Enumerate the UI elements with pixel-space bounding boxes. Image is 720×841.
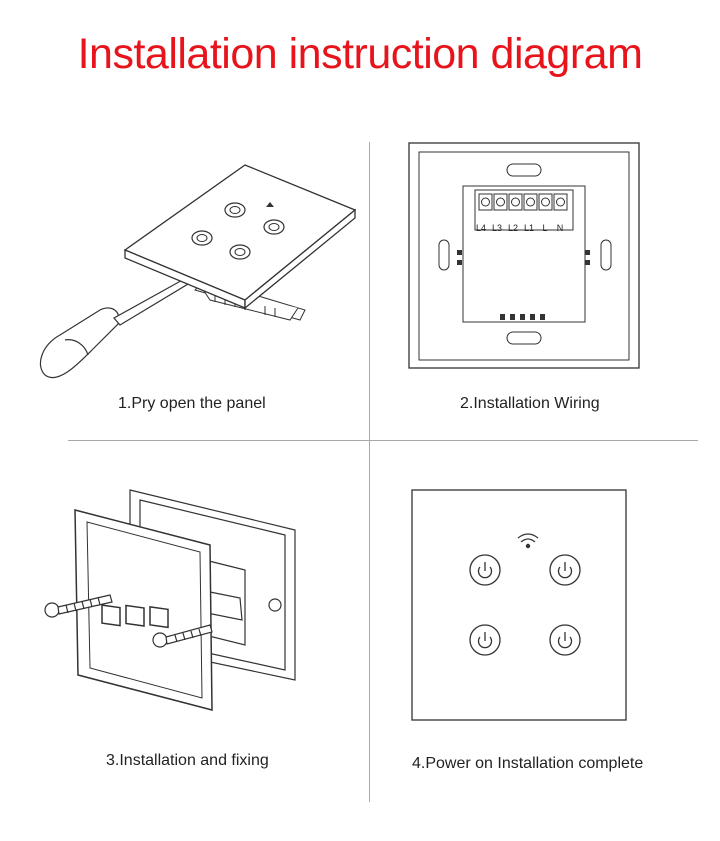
- step4-illustration: [410, 488, 630, 723]
- step3-caption: 3.Installation and fixing: [106, 752, 269, 769]
- terminal-label: N: [557, 223, 564, 233]
- screwdriver-icon: [39, 272, 199, 379]
- page-title: Installation instruction diagram: [77, 30, 643, 78]
- power-icon: [191, 202, 285, 260]
- step3-illustration: [30, 470, 330, 730]
- wifi-icon: [266, 202, 274, 207]
- screw-icon: [44, 594, 213, 648]
- horizontal-divider: [68, 440, 698, 441]
- wifi-icon: [517, 533, 539, 549]
- terminal-label: L: [542, 223, 547, 233]
- terminal-label: L4: [476, 223, 486, 233]
- step2-illustration: L4 L3 L2 L1 L N: [405, 140, 645, 380]
- step2-caption: 2.Installation Wiring: [460, 395, 600, 412]
- terminal-label: L1: [524, 223, 534, 233]
- terminal-label: L3: [492, 223, 502, 233]
- step1-illustration: [30, 150, 370, 390]
- step4-caption: 4.Power on Installation complete: [412, 755, 644, 772]
- step1-caption: 1.Pry open the panel: [118, 395, 266, 412]
- vertical-divider: [369, 142, 370, 802]
- terminal-label: L2: [508, 223, 518, 233]
